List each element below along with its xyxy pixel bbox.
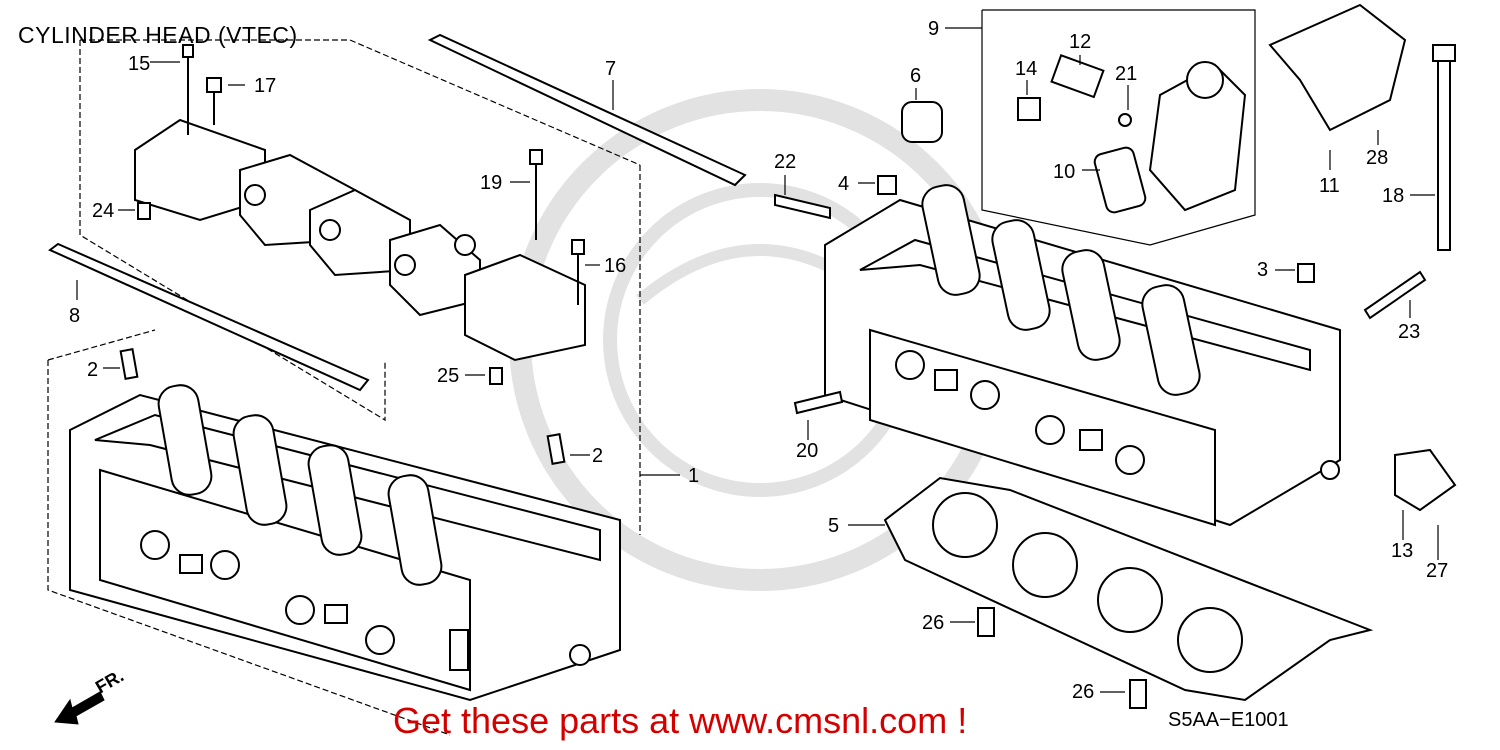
callout-21: 21: [1115, 63, 1137, 85]
callout-3: 3: [1257, 259, 1268, 281]
callout-16: 16: [604, 255, 626, 277]
diagram-code: S5AA−E1001: [1168, 709, 1289, 731]
rocker-holders: [134, 118, 586, 362]
callout-10: 10: [1053, 161, 1075, 183]
callout-11: 11: [1319, 175, 1340, 197]
right-cylinder-head: [824, 184, 1341, 527]
callout-28: 28: [1366, 147, 1388, 169]
callout-2b: 2: [592, 445, 603, 467]
callout-5: 5: [828, 515, 839, 537]
rocker-shafts: [48, 33, 747, 392]
diagram-title: CYLINDER HEAD (VTEC): [18, 22, 298, 48]
left-cylinder-head: [69, 384, 621, 702]
studs-and-dowels: [774, 44, 1456, 709]
callout-27: 27: [1426, 560, 1448, 582]
left-valve-guides: [157, 384, 443, 586]
leader-lines: [76, 27, 1439, 693]
vtec-solenoid-assembly: [901, 3, 1457, 512]
callout-labels: 1 2 2 3 4 5 6 7 8 9 10 11 12 13 14 15 16…: [69, 18, 1448, 703]
front-direction-arrow: [54, 691, 105, 725]
callout-12: 12: [1069, 31, 1091, 53]
callout-26b: 26: [1072, 681, 1094, 703]
callout-2a: 2: [87, 359, 98, 381]
vtec-solenoid-box: [981, 9, 1256, 246]
callout-20: 20: [796, 440, 818, 462]
promo-link[interactable]: Get these parts at www.cmsnl.com !: [393, 700, 968, 741]
callout-7: 7: [605, 58, 616, 80]
callout-19: 19: [480, 172, 502, 194]
callout-13: 13: [1391, 540, 1413, 562]
callout-26a: 26: [922, 612, 944, 634]
callout-14: 14: [1015, 58, 1037, 80]
callout-1: 1: [688, 465, 699, 487]
bolts: [119, 44, 585, 465]
callout-25: 25: [437, 365, 459, 387]
right-valve-guides: [921, 184, 1201, 396]
callout-24: 24: [92, 200, 114, 222]
head-gasket: [883, 476, 1374, 702]
callout-4: 4: [838, 173, 849, 195]
callout-22: 22: [774, 151, 796, 173]
callout-15: 15: [128, 53, 150, 75]
callout-17: 17: [254, 75, 276, 97]
callout-23: 23: [1398, 321, 1420, 343]
callout-9: 9: [928, 18, 939, 40]
callout-8: 8: [69, 305, 80, 327]
callout-18: 18: [1382, 185, 1404, 207]
callout-6: 6: [910, 65, 921, 87]
